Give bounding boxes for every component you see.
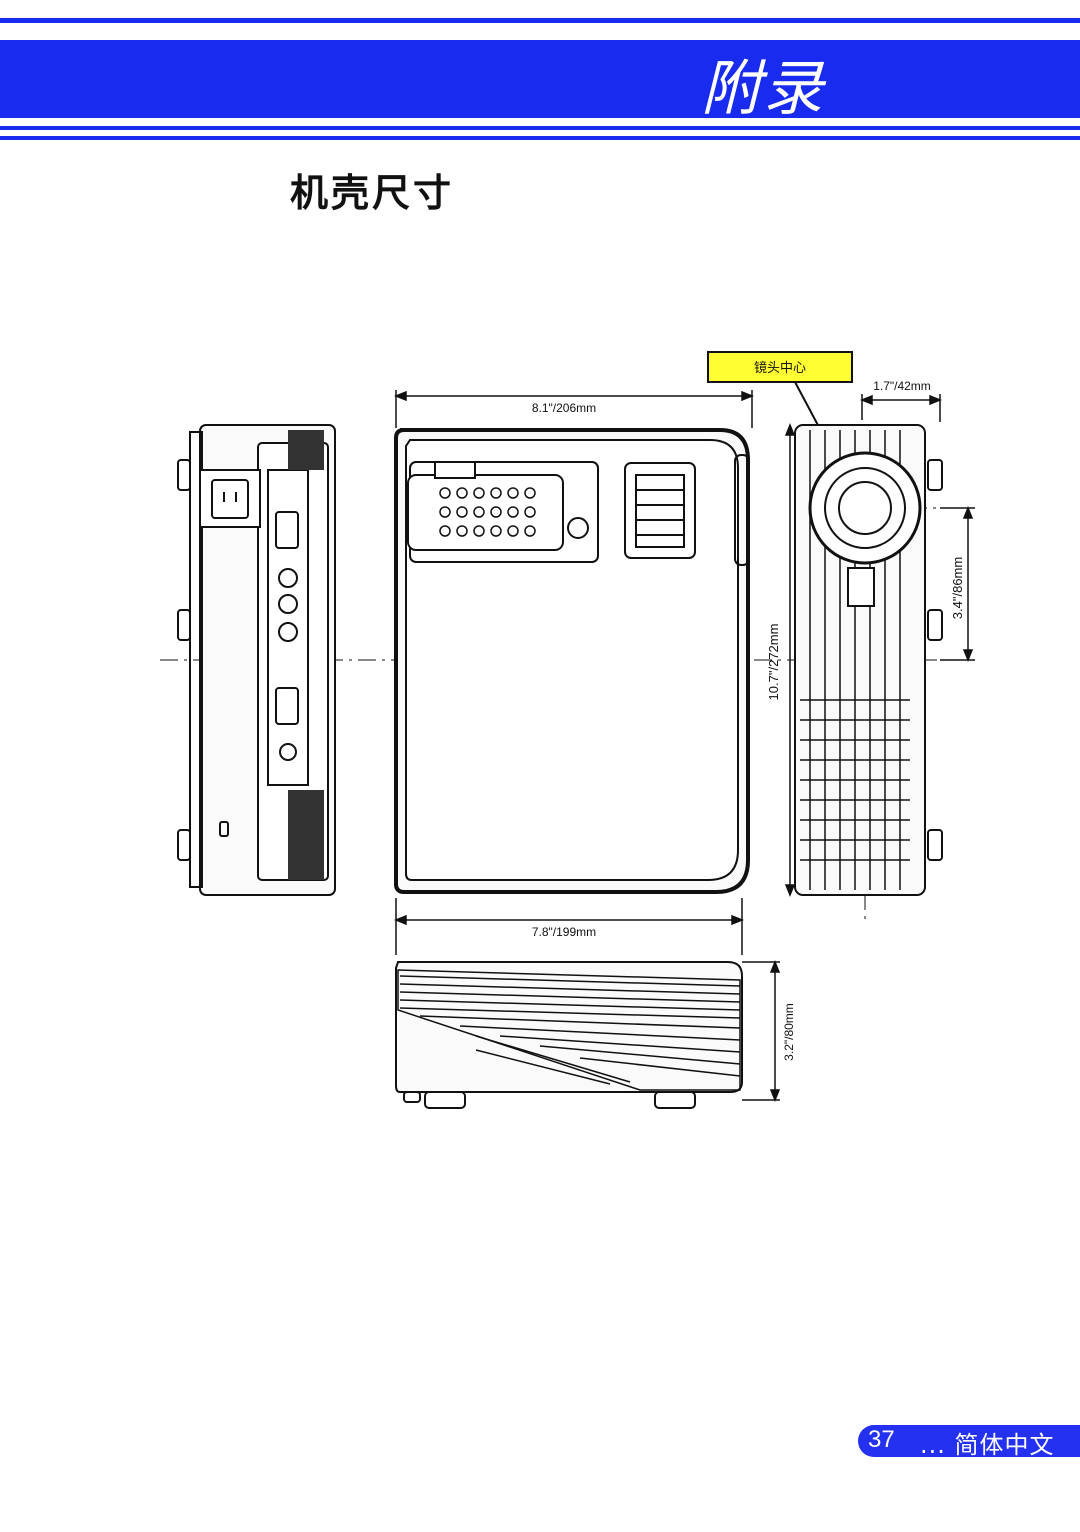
dimension-lines [393,390,975,1103]
footer-language: ... 简体中文 [920,1431,1055,1459]
projector-top-view [394,428,750,894]
dim-width-bottom: 7.8"/199mm [532,925,596,939]
lens-center-callout: 镜头中心 [707,351,863,509]
header-band [0,40,1080,118]
dim-height-bottom: 3.2"/80mm [782,1003,796,1061]
dim-height-right: 3.4"/86mm [950,557,965,619]
dim-depth-right: 1.7"/42mm [873,379,931,393]
header-rule-bottom [0,126,1080,130]
page-title: 附录 [701,54,825,124]
dim-width-top: 8.1"/206mm [532,401,596,415]
projector-bottom-view [395,961,743,1109]
footer-page-tab: 37 ... 简体中文 [858,1425,1080,1459]
header-rule-top [0,18,1080,23]
dimension-drawing: 镜头中心 [160,351,975,1109]
lens-center-label: 镜头中心 [754,360,806,375]
page-number: 37 [868,1426,895,1453]
projector-side-view [177,424,336,896]
projector-front-view [794,424,943,896]
header-rule-bottom-2 [0,136,1080,140]
section-title: 机壳尺寸 [290,171,455,215]
dim-length: 10.7"/272mm [766,624,781,701]
